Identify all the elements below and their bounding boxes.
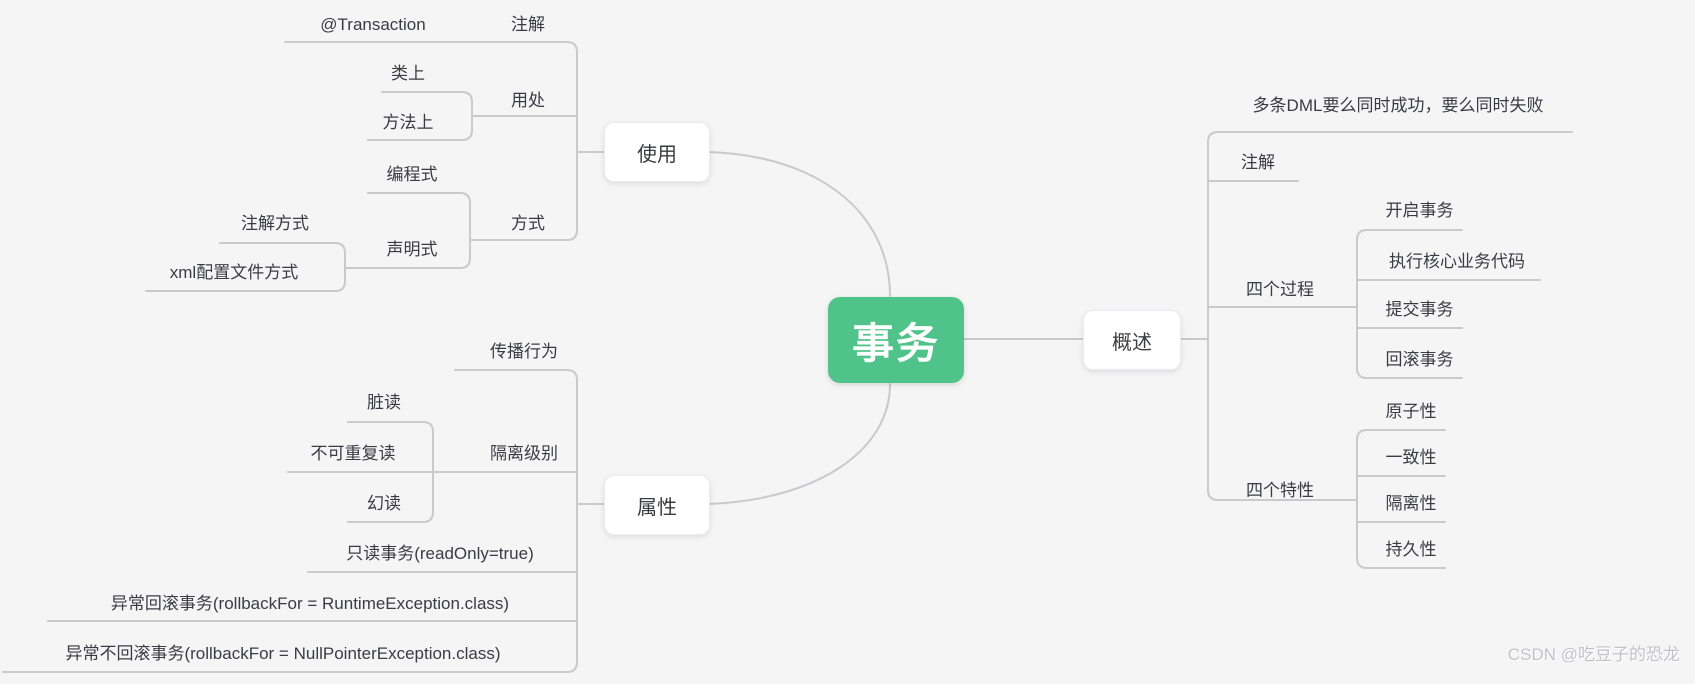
node-read-only[interactable]: 只读事务(readOnly=true)	[346, 544, 534, 563]
node-usage-place[interactable]: 用处	[511, 91, 545, 110]
declarative-bracket	[145, 242, 346, 292]
node-overview[interactable]: 概述	[1083, 310, 1181, 370]
node-attributes[interactable]: 属性	[604, 475, 710, 535]
features-bracket	[1356, 429, 1446, 569]
node-annotation-usage[interactable]: 注解	[511, 15, 545, 34]
node-declarative[interactable]: 声明式	[386, 240, 438, 259]
node-phantom-read[interactable]: 幻读	[367, 494, 401, 513]
node-propagation[interactable]: 传播行为	[490, 342, 558, 361]
node-usage[interactable]: 使用	[604, 122, 710, 182]
node-on-class[interactable]: 类上	[391, 64, 425, 83]
node-durability[interactable]: 持久性	[1385, 540, 1437, 559]
node-annotation-mode[interactable]: 注解方式	[241, 214, 309, 233]
csdn-watermark: CSDN @吃豆子的恐龙	[1507, 645, 1680, 664]
attributes-root-curve	[707, 383, 891, 505]
mode-bracket	[344, 192, 471, 269]
node-annotation-overview[interactable]: 注解	[1241, 153, 1275, 172]
node-isolation-feature[interactable]: 隔离性	[1385, 494, 1437, 513]
overview-spine-line	[1207, 131, 1573, 501]
node-mode[interactable]: 方式	[511, 214, 545, 233]
node-xml-mode[interactable]: xml配置文件方式	[169, 263, 299, 282]
node-isolation-level[interactable]: 隔离级别	[490, 444, 558, 463]
attributes-spine-line	[2, 369, 578, 673]
node-transaction-root[interactable]: 事务	[828, 297, 964, 383]
node-begin-transaction[interactable]: 开启事务	[1385, 201, 1454, 220]
node-rollback-for[interactable]: 异常回滚事务(rollbackFor = RuntimeException.cl…	[110, 594, 510, 613]
node-dirty-read[interactable]: 脏读	[367, 393, 401, 412]
node-rollback-transaction[interactable]: 回滚事务	[1385, 350, 1454, 369]
processes-bracket	[1356, 229, 1463, 379]
node-dml-definition[interactable]: 多条DML要么同时成功，要么同时失败	[1252, 96, 1544, 115]
isolation-bracket	[347, 421, 434, 523]
usage-spine-line	[284, 41, 578, 241]
node-on-method[interactable]: 方法上	[382, 113, 434, 132]
node-programmatic[interactable]: 编程式	[386, 165, 438, 184]
node-no-rollback-for[interactable]: 异常不回滚事务(rollbackFor = NullPointerExcepti…	[65, 644, 501, 663]
usage-place-bracket	[367, 91, 473, 141]
node-atomicity[interactable]: 原子性	[1385, 402, 1437, 421]
node-non-repeatable-read[interactable]: 不可重复读	[310, 444, 396, 463]
node-four-processes[interactable]: 四个过程	[1246, 280, 1314, 299]
node-commit-transaction[interactable]: 提交事务	[1385, 300, 1454, 319]
node-four-features[interactable]: 四个特性	[1246, 481, 1314, 500]
node-execute-core-code[interactable]: 执行核心业务代码	[1389, 252, 1525, 271]
usage-root-curve	[707, 151, 891, 297]
node-consistency[interactable]: 一致性	[1385, 448, 1437, 467]
node-at-transaction[interactable]: @Transaction	[320, 15, 426, 34]
